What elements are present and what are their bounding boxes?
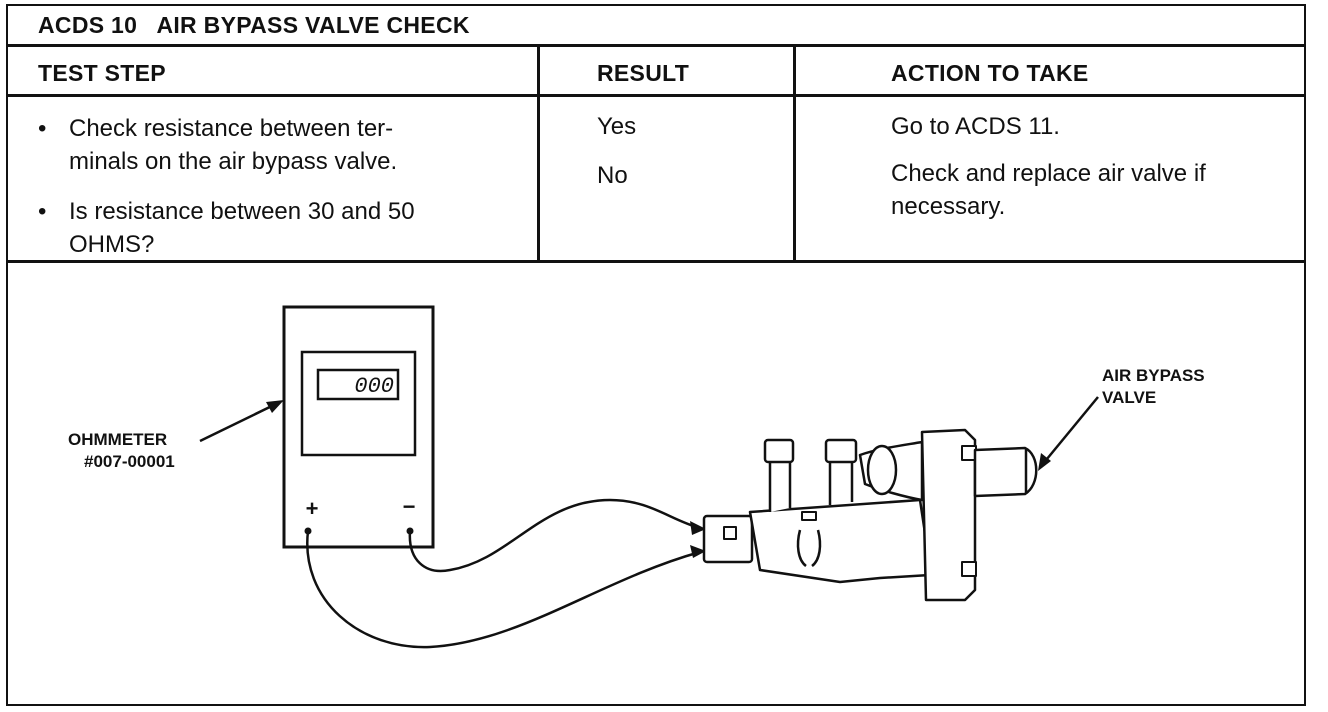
procedure-title: ACDS 10 AIR BYPASS VALVE CHECK bbox=[38, 12, 470, 38]
test-lead-negative bbox=[408, 498, 701, 573]
test-lead-positive bbox=[306, 530, 701, 649]
divider bbox=[6, 94, 1306, 97]
ohmmeter-label: OHMMETER bbox=[68, 430, 168, 449]
test-step-text: Check resistance between ter- minals on … bbox=[69, 115, 398, 175]
result-yes: Yes bbox=[597, 113, 637, 140]
action-no: Check and replace air valve if necessary… bbox=[891, 160, 1206, 220]
lead-arrow-icon bbox=[690, 545, 706, 558]
test-step-list: • Check resistance between ter- minals o… bbox=[38, 112, 498, 278]
divider bbox=[537, 46, 540, 262]
divider bbox=[793, 46, 796, 262]
lead-arrow-icon bbox=[690, 521, 706, 535]
ohmmeter-display-reading: 000 bbox=[354, 374, 394, 399]
pointer-arrow-icon bbox=[1038, 453, 1051, 471]
header-action: ACTION TO TAKE bbox=[891, 60, 1089, 86]
header-result: RESULT bbox=[597, 60, 690, 86]
valve-label-line2: VALVE bbox=[1102, 388, 1157, 407]
ohmmeter-body bbox=[282, 305, 435, 549]
air-bypass-valve-drawing bbox=[702, 428, 1038, 602]
procedure-table bbox=[6, 4, 1306, 706]
bullet-icon: • bbox=[38, 198, 47, 225]
ohmmeter-part-number: #007-00001 bbox=[84, 452, 175, 471]
minus-terminal-symbol: − bbox=[403, 494, 416, 519]
divider bbox=[6, 44, 1306, 47]
test-step-item: • Check resistance between ter- minals o… bbox=[38, 112, 498, 178]
divider bbox=[6, 260, 1306, 263]
valve-label-line1: AIR BYPASS bbox=[1102, 366, 1205, 385]
action-yes: Go to ACDS 11. bbox=[891, 113, 1060, 140]
test-step-text: Is resistance between 30 and 50 OHMS? bbox=[69, 198, 415, 258]
plus-terminal-symbol: + bbox=[306, 496, 319, 521]
header-test-step: TEST STEP bbox=[38, 60, 166, 86]
test-step-item: • Is resistance between 30 and 50 OHMS? bbox=[38, 195, 498, 261]
bullet-icon: • bbox=[38, 115, 47, 142]
result-no: No bbox=[597, 162, 628, 189]
pointer-arrow-icon bbox=[266, 400, 284, 413]
